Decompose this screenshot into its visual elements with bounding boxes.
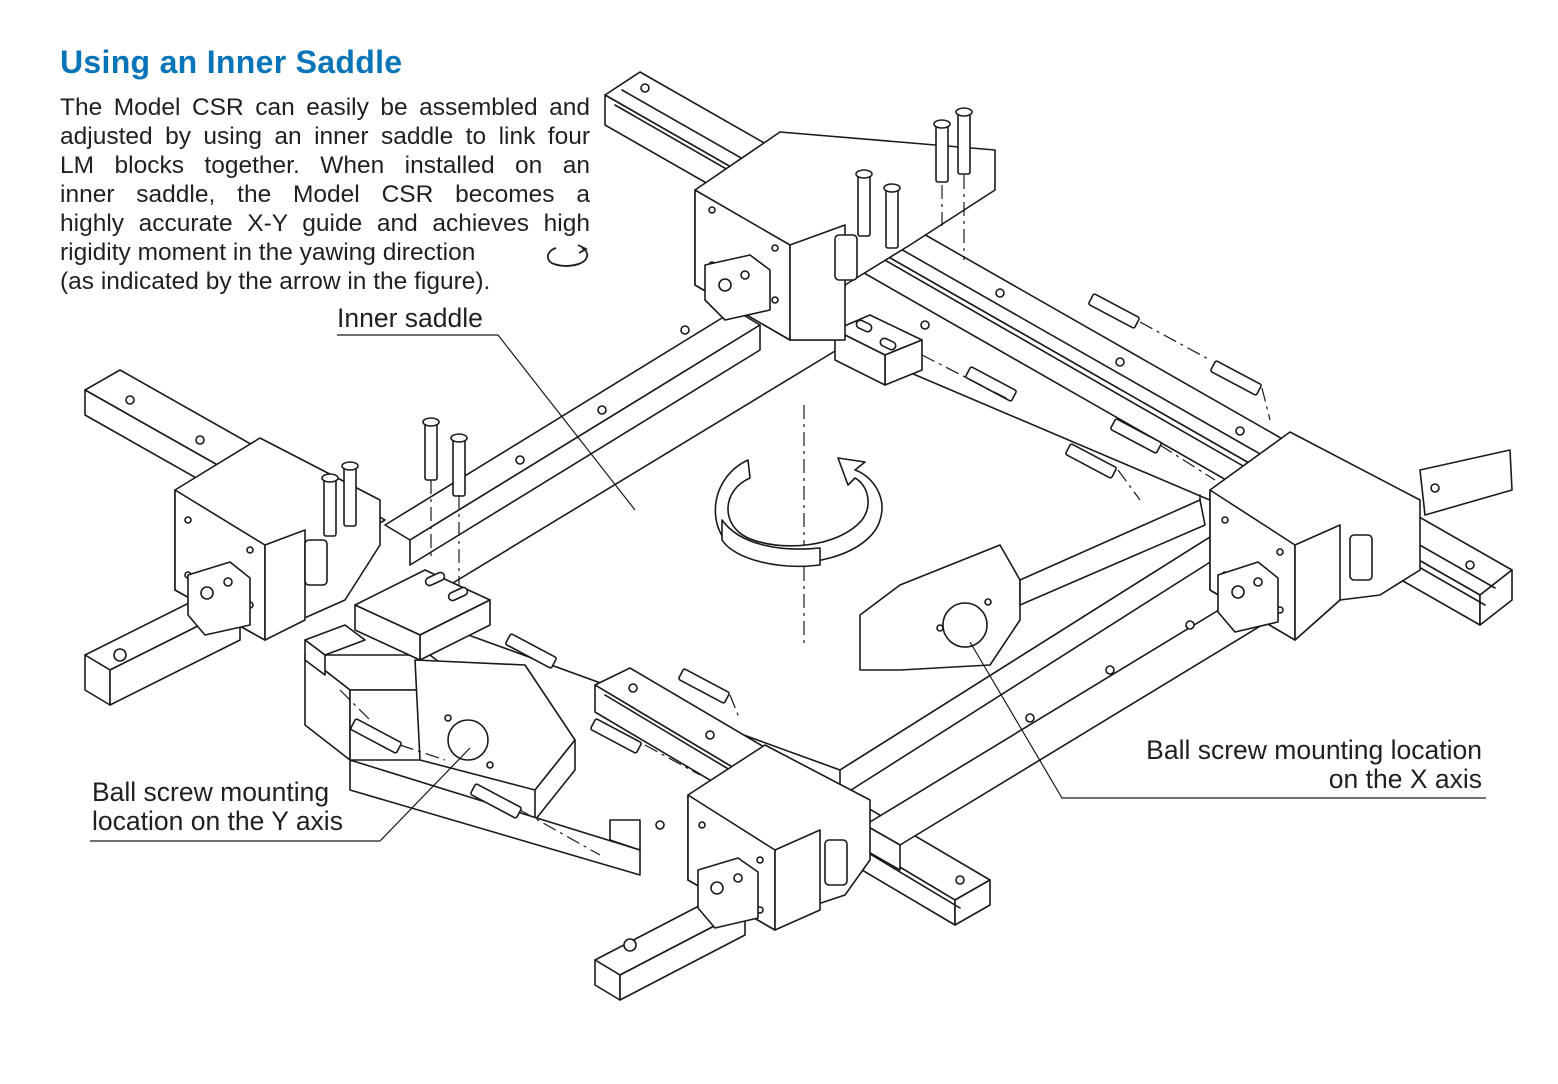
yaw-rotation-arrow-icon [714,457,883,568]
x-axis-ball-screw-bracket [859,499,1206,671]
intro-line: inner saddle, the Model CSR becomes a [60,181,590,208]
intro-line: highly accurate X-Y guide and achieves h… [60,210,590,237]
intro-line: LM blocks together. When installed on an [60,152,590,179]
intro-paragraph: The Model CSR can easily be assembled an… [60,93,590,296]
intro-line: (as indicated by the arrow in the figure… [60,268,491,295]
y-axis-ball-screw-leader-line [90,747,471,842]
lm-block-right [1209,431,1421,641]
lm-block-front [687,744,871,931]
y-axis-mounting-block [304,569,491,676]
x-axis-ball-screw-leader-line [969,641,1486,799]
x-axis-label-line: on the X axis [1328,764,1482,794]
y-axis-label-line: location on the Y axis [92,806,343,836]
y-axis-ball-screw-label: Ball screw mounting location on the Y ax… [92,778,343,836]
intro-line: The Model CSR can easily be assembled an… [60,94,590,121]
x-axis-ball-screw-label: Ball screw mounting location on the X ax… [1146,736,1482,794]
inner-saddle-label-text: Inner saddle [337,303,483,333]
x-axis-label-line: Ball screw mounting location [1146,735,1482,765]
inner-saddle-leader-line [337,334,636,511]
y-axis-rail-middle [384,309,761,566]
y-axis-label-line: Ball screw mounting [92,777,330,807]
rear-mounting-block [834,314,930,386]
horizontal-socket-bolts [350,293,1262,819]
lm-block-rear [694,131,996,341]
vertical-socket-bolts [321,107,973,537]
intro-line-text: rigidity moment in the yawing direction [60,239,476,266]
inner-saddle-label: Inner saddle [337,304,483,333]
page-title: Using an Inner Saddle [60,44,403,80]
intro-line: adjusted by using an inner saddle to lin… [60,123,590,150]
yaw-direction-icon [546,244,589,267]
intro-line: rigidity moment in the yawing direction [60,238,545,267]
